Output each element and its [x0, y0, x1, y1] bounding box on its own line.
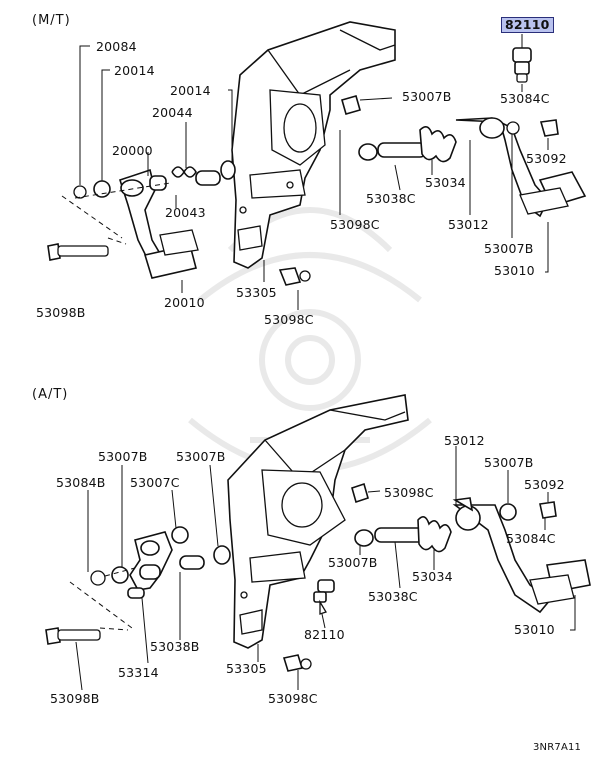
section-title-manual: (M/T): [32, 13, 71, 28]
at-dashed-guides: [69, 567, 136, 631]
part-label[interactable]: 53012: [444, 433, 485, 448]
part-label[interactable]: 53038C: [366, 191, 416, 206]
at-left-parts: [45, 526, 231, 645]
part-label[interactable]: 82110: [304, 627, 345, 642]
part-label[interactable]: 53007B: [402, 89, 452, 104]
mt-left-small-parts: [47, 160, 236, 261]
part-label[interactable]: 20043: [165, 205, 206, 220]
at-right-parts: [351, 482, 557, 553]
part-label[interactable]: 53010: [494, 263, 535, 278]
part-label[interactable]: 53084C: [506, 531, 556, 546]
part-label[interactable]: 53305: [236, 285, 277, 300]
part-label[interactable]: 53007B: [484, 241, 534, 256]
part-label[interactable]: 53038C: [368, 589, 418, 604]
part-label[interactable]: 53084B: [56, 475, 106, 490]
at-brake-pedal: [452, 497, 591, 614]
part-label[interactable]: 20014: [114, 63, 155, 78]
part-label[interactable]: 53098C: [384, 485, 434, 500]
part-label[interactable]: 53305: [226, 661, 267, 676]
part-label[interactable]: 53007B: [176, 449, 226, 464]
mt-dashed-guides: [61, 182, 171, 245]
part-label[interactable]: 53012: [448, 217, 489, 232]
mt-pedal-bracket: [231, 21, 396, 269]
part-label[interactable]: 53007B: [98, 449, 148, 464]
mt-leader-lines: [79, 45, 549, 310]
part-label[interactable]: 20000: [112, 143, 153, 158]
at-stop-switch-82110: [313, 579, 335, 615]
part-label[interactable]: 53084C: [500, 91, 550, 106]
part-label[interactable]: 53010: [514, 622, 555, 637]
drawing-code: 3NR7A11: [533, 742, 582, 753]
part-label[interactable]: 20084: [96, 39, 137, 54]
part-label[interactable]: 53098C: [330, 217, 380, 232]
part-label[interactable]: 53038B: [150, 639, 200, 654]
part-label[interactable]: 53007C: [130, 475, 180, 490]
part-label[interactable]: 53092: [526, 151, 567, 166]
part-label[interactable]: 53098B: [50, 691, 100, 706]
at-bracket-bolts: [282, 654, 312, 672]
part-label[interactable]: 53034: [412, 569, 453, 584]
highlighted-part-label[interactable]: 82110: [501, 17, 554, 33]
part-label[interactable]: 53314: [118, 665, 159, 680]
mt-bracket-bolts: [278, 95, 361, 286]
part-label[interactable]: 53034: [425, 175, 466, 190]
part-label[interactable]: 53007B: [328, 555, 378, 570]
at-leader-lines: [75, 446, 576, 691]
part-label[interactable]: 53007B: [484, 455, 534, 470]
part-label[interactable]: 53098C: [268, 691, 318, 706]
mt-right-parts: [358, 117, 587, 218]
mt-clutch-pedal: [118, 168, 199, 279]
part-label[interactable]: 53098B: [36, 305, 86, 320]
mt-stop-switch-82110: [512, 34, 532, 83]
part-label[interactable]: 20010: [164, 295, 205, 310]
at-pedal-bracket: [227, 394, 409, 649]
section-title-automatic: (A/T): [32, 387, 69, 402]
part-label[interactable]: 53092: [524, 477, 565, 492]
part-label[interactable]: 20014: [170, 83, 211, 98]
part-label[interactable]: 53098C: [264, 312, 314, 327]
part-label[interactable]: 20044: [152, 105, 193, 120]
